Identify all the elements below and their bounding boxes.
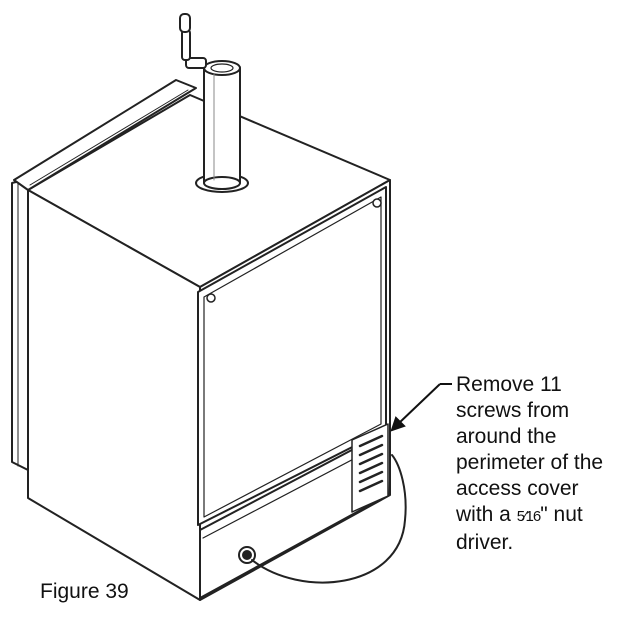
door-panel: [197, 186, 387, 526]
callout-line-1: Remove 11: [456, 373, 562, 396]
cord-fitting: [238, 546, 256, 564]
callout-line-2: screws from: [456, 399, 570, 422]
figure-caption: Figure 39: [40, 580, 129, 603]
callout-text: Remove 11 screws from around the perimet…: [456, 372, 636, 556]
callout-line-6-prefix: with a: [456, 503, 517, 526]
power-cord: [251, 454, 407, 584]
rear-side-panel: [11, 178, 29, 471]
tap-tower: [203, 60, 241, 190]
callout-line-4: perimeter of the: [456, 451, 604, 474]
door-screw-lower: [206, 293, 216, 303]
callout-fraction: 5⁄16: [516, 508, 542, 525]
callout-line-6-suffix: " nut: [540, 503, 583, 526]
callout-line-3: around the: [456, 425, 557, 448]
side-vent-grille: [351, 423, 389, 513]
callout-line-7: driver.: [456, 531, 514, 554]
callout-leader: [390, 383, 452, 432]
door-screw-upper: [372, 198, 382, 208]
callout-line-6: with a 5⁄16" nut: [456, 502, 636, 530]
callout-line-5: access cover: [456, 477, 579, 500]
beer-faucet: [179, 13, 207, 69]
